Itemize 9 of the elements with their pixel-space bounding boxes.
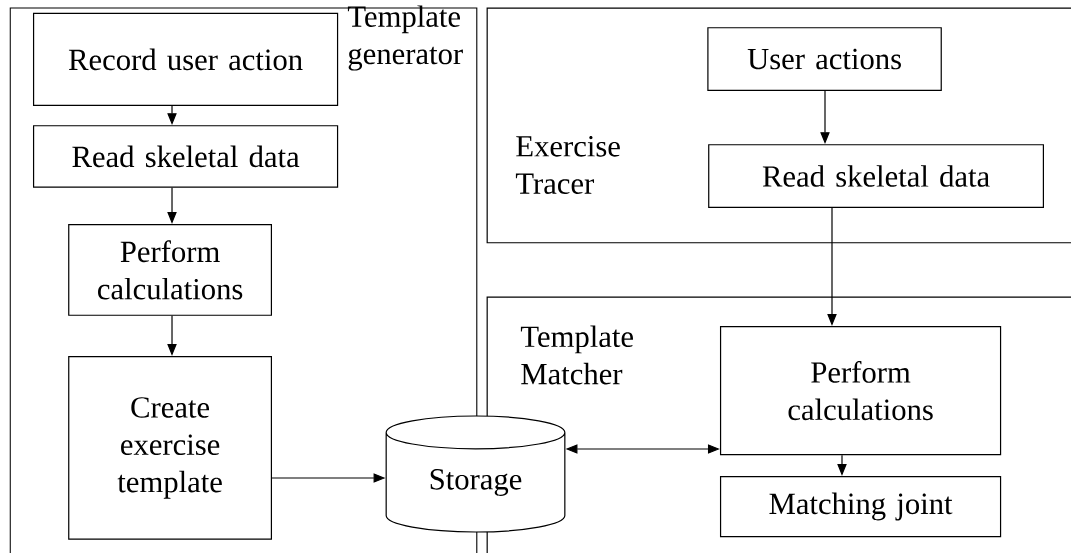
storage-cylinder: Storage [385,415,566,533]
process-box: Perform calculations [719,325,1002,456]
process-box: Create exercise template [68,355,272,540]
process-box: Perform calculations [68,223,272,316]
process-box: Record user action [33,12,339,106]
process-box: User actions [707,27,942,91]
process-box: Read skeletal data [708,144,1044,208]
process-box: Matching joint [719,475,1002,538]
process-box: Read skeletal data [33,125,339,188]
